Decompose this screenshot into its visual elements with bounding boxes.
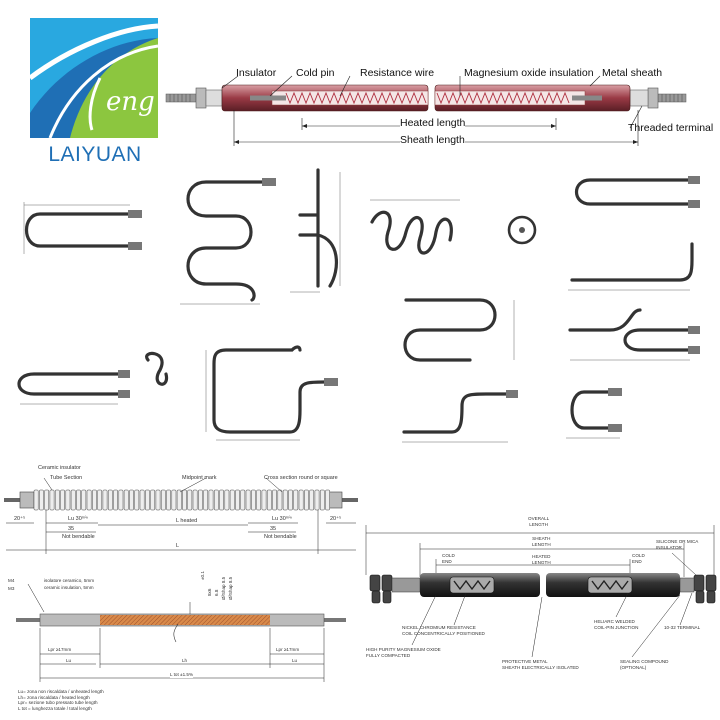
shape-serpentine — [186, 180, 264, 302]
label-cold-end-left: COLD END — [442, 553, 455, 564]
shape-fork — [298, 168, 338, 288]
label-resistance-wire: Resistance wire — [360, 67, 435, 79]
ceramic-heater-drawing — [4, 477, 358, 554]
label-cold-end-right: COLD END — [632, 553, 645, 564]
label-sheath-length: SHEATH LENGTH — [532, 536, 551, 547]
label-terminal: 10-32 TERMINAL — [664, 625, 701, 630]
dim-tolerance: ±0.1 — [200, 571, 205, 580]
label-ceramic-insulation: ceramic insulation, 5mm — [44, 585, 94, 590]
heater-tube-drawing — [165, 75, 687, 146]
legend-line-1: Lu= zona non riscaldata / unheated lengt… — [18, 689, 104, 694]
legend-line-3: Lpr= sezione tubo pressato tube length — [18, 700, 98, 705]
heater-cross-section-diagram: Insulator Cold pin Resistance wire Magne… — [160, 60, 720, 155]
label-heliarc-welded: HELIARC WELDED COIL-PIN JUNCTION — [594, 619, 639, 630]
shape-small-spiral — [145, 351, 169, 386]
label-silicone-insulator: SILICONE OR MICA INSULATOR — [656, 539, 699, 550]
shape-s-curve — [402, 392, 508, 434]
shape-spiral — [370, 210, 453, 255]
shape-l-bend — [570, 242, 694, 282]
dim-lu-left: Lu 30ᵐⁱⁿ — [68, 516, 88, 522]
label-overall-length: OVERALL LENGTH — [528, 516, 550, 527]
label-not-bendable-left: Not bendable — [62, 534, 95, 540]
dim-lu-left: Lu — [66, 658, 72, 663]
heater-shape-catalog — [17, 168, 700, 443]
tubular-heater-drawing — [16, 583, 346, 682]
tubular-heater-spec-diagram: M4 M3 isolatore ceramico, 5mm ceramic in… — [0, 571, 362, 720]
shape-hairpin-right — [574, 178, 690, 206]
label-threaded-terminal: Threaded terminal — [628, 122, 714, 134]
label-heated-length: Heated length — [400, 117, 466, 129]
label-nickel-chromium: NICKEL CHROMIUM RESISTANCE COIL CONCENTR… — [402, 625, 485, 636]
company-name: LAIYUAN — [48, 143, 142, 166]
label-ceramic-insulator: Ceramic insulator — [38, 465, 81, 471]
label-magnesium-oxide: HIGH PURITY MAGNESIUM OXIDE FULLY COMPAC… — [366, 647, 441, 658]
label-protective-sheath: PROTECTIVE METAL SHEATH ELECTRICALLY ISO… — [502, 659, 579, 670]
dim-35-left: 35 — [68, 526, 75, 532]
dim-6-8: 6.8 — [214, 589, 219, 596]
label-tube-section: Tube Section — [50, 475, 83, 481]
label-insulator: Insulator — [236, 67, 277, 79]
label-m4: M4 — [8, 578, 15, 583]
label-cross-section: Cross section round or square — [264, 475, 338, 481]
dim-l-total: L — [176, 543, 180, 549]
dim-lh: Lh — [182, 658, 188, 663]
label-sealing-compound: SEALING COMPOUND (OPTIONAL) — [620, 659, 669, 670]
spec-legend: Lu= zona non riscaldata / unheated lengt… — [18, 689, 104, 711]
label-isolatore-ceramico: isolatore ceramico, 5mm — [44, 578, 95, 583]
legend-line-4: L tot = lunghezza totale / total length — [18, 705, 92, 711]
dim-8x6: 8x6 — [207, 588, 212, 596]
shape-u-center — [568, 308, 692, 352]
dim-lu-right: Lu — [292, 658, 298, 663]
logo-mark: eng — [28, 18, 159, 139]
shape-u-bend — [25, 212, 130, 248]
shape-square-loop — [212, 345, 326, 434]
label-not-bendable-right: Not bendable — [264, 534, 297, 540]
label-m3: M3 — [8, 586, 15, 591]
dim-shape-2: Ø/Shap 8.5 — [228, 576, 233, 600]
label-metal-sheath: Metal sheath — [602, 67, 663, 79]
dim-l-heated: L heated — [176, 518, 198, 524]
label-sheath-length: Sheath length — [400, 134, 465, 146]
shape-oval-hairpin — [17, 372, 120, 396]
dim-shape-1: Ø/Shap 8.5 — [221, 576, 226, 600]
shape-u-bottom — [570, 390, 610, 430]
cartridge-heater-diagram: OVERALL LENGTH SHEATH LENGTH HEATED LENG… — [362, 505, 720, 720]
dim-left-end: 20⁺⁵ — [14, 516, 26, 522]
logo-script: eng — [106, 87, 155, 117]
shape-vertical-serpentine — [403, 298, 497, 362]
dim-right-end: 20⁺⁵ — [330, 516, 342, 522]
dim-l-total: L tot ±1.5% — [170, 672, 194, 678]
ceramic-heater-diagram: Ceramic insulator Tube Section Midpoint … — [0, 462, 362, 572]
cartridge-heater-drawing — [365, 525, 717, 658]
label-midpoint-mark: Midpoint mark — [182, 475, 217, 481]
label-magnesium-oxide: Magnesium oxide insulation — [464, 67, 594, 79]
dim-lpr-left: Lpr ≥17mm — [48, 647, 72, 652]
dim-35-right: 35 — [270, 526, 277, 532]
dim-lpr-right: Lpr ≥17mm — [276, 647, 300, 652]
dim-lu-right: Lu 30ᵐⁱⁿ — [272, 516, 292, 522]
label-heated-length: HEATED LENGTH — [532, 554, 551, 565]
company-logo: eng — [28, 18, 159, 168]
legend-line-2: Lh= zona riscaldata / heated length — [18, 694, 90, 700]
label-cold-pin: Cold pin — [296, 67, 335, 79]
